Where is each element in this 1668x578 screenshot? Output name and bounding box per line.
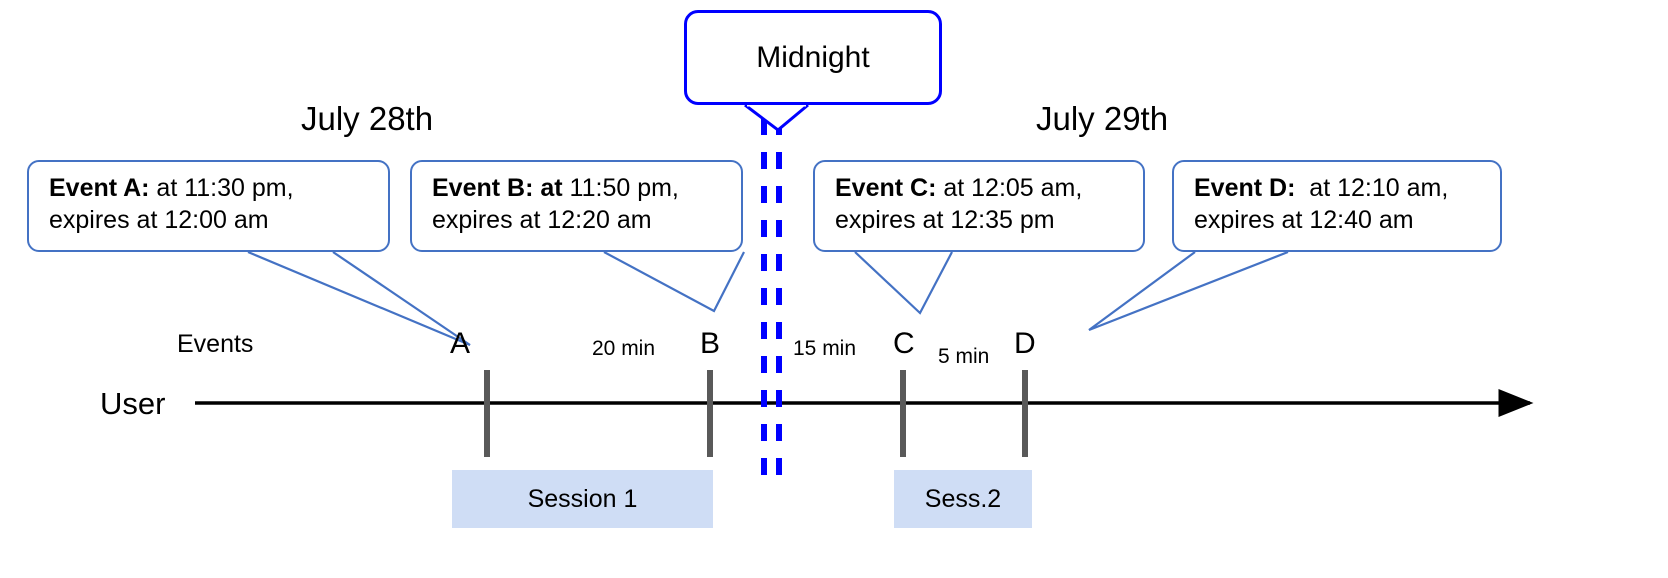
- callout-event-a-rest: at 11:30 pm,: [149, 174, 294, 202]
- callout-event-a-line1: Event A: at 11:30 pm,: [49, 172, 372, 204]
- midnight-callout: Midnight: [684, 10, 942, 105]
- gap-label-bc: 15 min: [793, 337, 857, 360]
- events-row-label: Events: [177, 330, 254, 358]
- session-block-2-label: Sess.2: [924, 484, 1002, 513]
- callout-event-b-line2: expires at 12:20 am: [432, 206, 652, 234]
- midnight-callout-tail: [744, 103, 809, 132]
- callout-event-a-bold: Event A:: [49, 174, 150, 202]
- callout-event-d-rest: at 12:10 am,: [1295, 174, 1449, 202]
- callout-event-a-line2: expires at 12:00 am: [49, 206, 269, 234]
- callout-event-c-rest: at 12:05 am,: [936, 174, 1083, 202]
- midnight-divider: [761, 118, 782, 478]
- callout-event-d-line2: expires at 12:40 am: [1194, 206, 1414, 234]
- callout-event-b-line1: Event B: at 11:50 pm,: [432, 172, 725, 204]
- leader-event-b: [603, 251, 745, 313]
- callout-event-d: Event D: at 12:10 am, expires at 12:40 a…: [1172, 160, 1502, 252]
- callout-event-c-bold: Event C:: [835, 174, 937, 202]
- leader-event-a: [247, 250, 471, 347]
- day-label-left: July 28th: [301, 100, 434, 137]
- day-label-right: July 29th: [1036, 100, 1169, 137]
- callout-event-b-rest: 11:50 pm,: [562, 174, 679, 202]
- leader-event-c: [854, 251, 953, 315]
- marker-label-a: A: [450, 327, 471, 360]
- session-block-1-label: Session 1: [527, 484, 638, 513]
- gap-label-ab: 20 min: [592, 337, 656, 360]
- session-block-2: Sess.2: [894, 470, 1032, 528]
- callout-event-a: Event A: at 11:30 pm, expires at 12:00 a…: [27, 160, 390, 252]
- callout-event-b-bold: Event B: at: [432, 174, 563, 202]
- callout-event-c-line2: expires at 12:35 pm: [835, 206, 1055, 234]
- session-block-1: Session 1: [452, 470, 713, 528]
- callout-event-b: Event B: at 11:50 pm, expires at 12:20 a…: [410, 160, 743, 252]
- callout-event-c-line1: Event C: at 12:05 am,: [835, 172, 1127, 204]
- midnight-label: Midnight: [756, 40, 870, 74]
- marker-label-b: B: [700, 327, 721, 360]
- callout-event-c: Event C: at 12:05 am, expires at 12:35 p…: [813, 160, 1145, 252]
- gap-label-cd: 5 min: [938, 345, 990, 368]
- marker-label-c: C: [893, 327, 915, 360]
- user-row-label: User: [100, 386, 166, 421]
- marker-label-d: D: [1014, 327, 1036, 360]
- callout-event-d-line1: Event D: at 12:10 am,: [1194, 172, 1484, 204]
- callout-event-d-bold: Event D:: [1194, 174, 1296, 202]
- leader-event-d: [1088, 250, 1289, 332]
